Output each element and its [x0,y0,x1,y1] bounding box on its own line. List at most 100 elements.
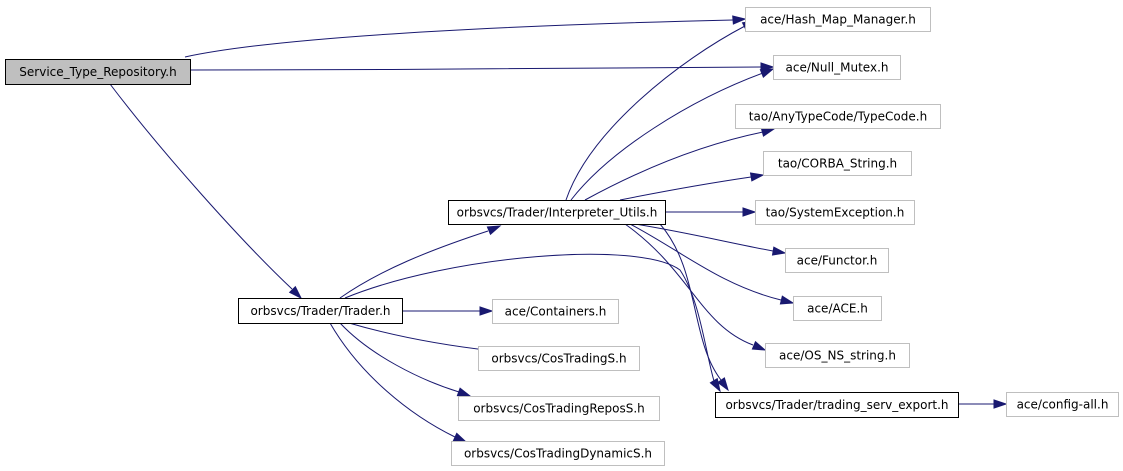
node-label: ace/OS_NS_string.h [779,349,896,363]
node-label: orbsvcs/CosTradingReposS.h [473,402,645,416]
edge-line [339,230,489,299]
edge-line [629,223,782,301]
edge-line [184,19,734,58]
node-dynamic: orbsvcs/CosTradingDynamicS.h [451,441,665,466]
node-hash: ace/Hash_Map_Manager.h [745,7,931,32]
edge-root-to-hash [184,15,747,58]
node-label: orbsvcs/CosTradingS.h [491,352,626,366]
edge-line [619,176,752,201]
node-interp[interactable]: orbsvcs/Trader/Interpreter_Utils.h [448,200,666,225]
node-label: ace/Containers.h [505,305,607,319]
edge-line [344,253,715,382]
node-corbastring: tao/CORBA_String.h [763,151,912,176]
node-box [458,396,660,421]
node-root[interactable]: Service_Type_Repository.h [5,59,191,85]
edge-line [624,223,754,346]
node-label: ace/Hash_Map_Manager.h [760,13,916,27]
arrowhead-icon [456,387,472,397]
node-box [238,298,403,324]
node-sysexc: tao/SystemException.h [755,200,915,225]
arrowhead-icon [779,295,795,305]
node-box [765,343,910,368]
edge-trader-to-dynamic [329,322,468,443]
edge-line [570,72,764,201]
edge-interp-to-functor [634,223,787,256]
node-box [745,7,931,32]
edge-interp-to-corbastring [619,172,765,201]
node-box [5,59,191,85]
arrowhead-icon [288,285,303,300]
node-label: orbsvcs/Trader/Trader.h [250,304,390,318]
node-configall: ace/config-all.h [1006,392,1119,417]
arrowhead-icon [759,68,775,79]
edge-trader-to-repos [339,322,472,397]
node-box [735,104,941,129]
node-label: orbsvcs/Trader/trading_serv_export.h [725,398,948,412]
node-label: tao/SystemException.h [766,206,905,220]
edge-line [565,25,746,201]
node-label: Service_Type_Repository.h [19,65,176,79]
node-box [763,151,912,176]
node-typecode: tao/AnyTypeCode/TypeCode.h [735,104,941,129]
edge-line [189,66,762,71]
node-label: tao/AnyTypeCode/TypeCode.h [749,110,927,124]
arrowhead-icon [716,377,729,392]
edge-root-to-trader [109,83,303,300]
node-repos: orbsvcs/CosTradingReposS.h [458,396,660,421]
edge-interp-to-sysexc [665,207,757,217]
arrowhead-icon [709,377,721,393]
node-ace: ace/ACE.h [793,296,882,321]
edge-interp-to-ace [629,223,795,305]
edge-line [584,131,764,201]
node-nullmutex: ace/Null_Mutex.h [773,55,901,80]
node-label: ace/Null_Mutex.h [786,61,889,75]
edge-interp-to-hash [565,20,757,201]
edge-interp-to-export [659,223,729,392]
edge-trader-to-export [344,253,721,393]
nodes-layer: Service_Type_Repository.h ace/Hash_Map_Ma… [5,7,1119,466]
arrowhead-icon [732,15,747,25]
arrowhead-icon [486,225,502,236]
edge-interp-to-nullmutex [570,68,775,201]
node-box [785,248,889,273]
arrowhead-icon [760,127,776,137]
node-export[interactable]: orbsvcs/Trader/trading_serv_export.h [715,392,959,418]
node-box [773,55,901,80]
arrowhead-icon [771,246,787,256]
arrowhead-icon [479,306,494,316]
edge-trader-to-containers [402,306,494,316]
node-label: ace/config-all.h [1017,398,1109,412]
node-containers: ace/Containers.h [492,299,619,324]
node-box [755,200,915,225]
node-label: ace/ACE.h [807,302,868,316]
node-box [492,299,619,324]
node-box [478,346,640,371]
edge-line [659,223,722,381]
node-label: orbsvcs/CosTradingDynamicS.h [464,447,652,461]
edge-line [329,322,456,438]
node-box [448,200,666,225]
edge-line [348,322,495,352]
arrowhead-icon [452,432,468,443]
node-functor: ace/Functor.h [785,248,889,273]
edge-line [339,322,460,393]
edge-line [109,83,293,290]
node-label: tao/CORBA_String.h [778,157,897,171]
node-costrading: orbsvcs/CosTradingS.h [478,346,640,371]
edge-interp-to-osns [624,223,767,351]
edge-line [634,223,774,252]
node-osns: ace/OS_NS_string.h [765,343,910,368]
edge-export-to-configall [957,399,1008,409]
edge-trader-to-interp [339,225,502,299]
arrowhead-icon [751,340,767,351]
arrowhead-icon [993,399,1008,409]
arrowhead-icon [749,172,765,182]
node-label: ace/Functor.h [797,254,878,268]
node-box [715,392,959,418]
node-trader[interactable]: orbsvcs/Trader/Trader.h [238,298,403,324]
edge-root-to-nullmutex [189,62,775,72]
edge-interp-to-typecode [584,127,776,201]
node-box [1006,392,1119,417]
node-box [793,296,882,321]
